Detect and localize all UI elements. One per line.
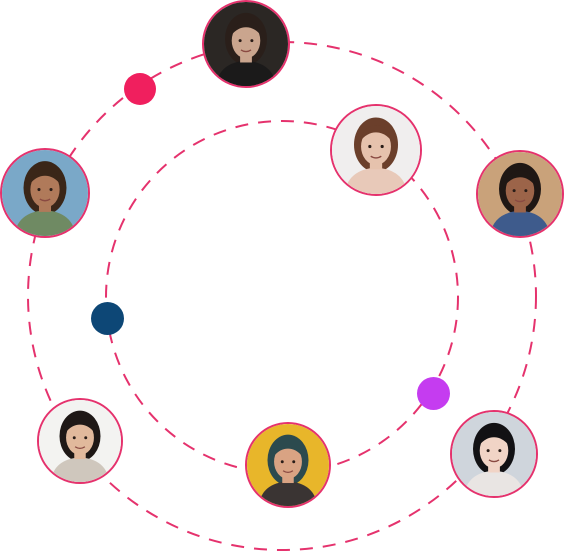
pink-dot (124, 73, 156, 105)
portrait-image (204, 2, 288, 86)
portrait-woman-straight-hair (37, 398, 123, 484)
portrait-young-man-top (202, 0, 290, 88)
navy-dot (91, 302, 124, 335)
portrait-image (478, 152, 562, 236)
portrait-woman-yellow-wall (245, 422, 331, 508)
portrait-man-beard-market (0, 148, 90, 238)
portrait-woman-bangs (450, 410, 538, 498)
portrait-image (332, 106, 420, 194)
portrait-image (452, 412, 536, 496)
portrait-image (247, 424, 329, 506)
purple-dot (417, 377, 450, 410)
portrait-woman-long-hair (330, 104, 422, 196)
portrait-image (2, 150, 88, 236)
portrait-image (39, 400, 121, 482)
portrait-woman-smiling-right (476, 150, 564, 238)
